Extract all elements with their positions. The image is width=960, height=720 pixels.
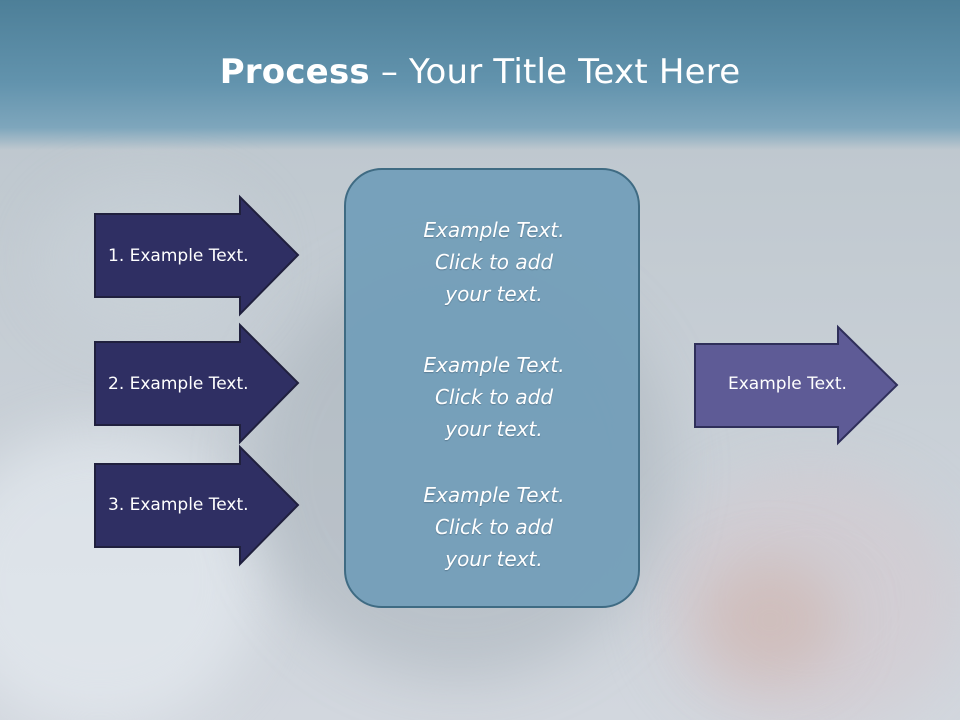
title-bold: Process [219,52,370,92]
box-paragraph-1: Example Text. Click to add your text. [346,214,642,310]
step-arrow-2-shape [94,322,300,445]
box-paragraph-2-line2: Click to add [434,385,554,409]
step-arrow-2-label: 2. Example Text. [108,374,249,394]
box-paragraph-2-line1: Example Text. [423,353,565,377]
box-paragraph-1-line3: your text. [445,282,543,306]
result-arrow-shape [694,324,899,446]
box-paragraph-2-line3: your text. [445,417,543,441]
result-arrow-label: Example Text. [728,374,847,394]
step-arrow-2[interactable] [94,322,300,445]
center-process-box[interactable]: Example Text. Click to add your text. Ex… [344,168,640,608]
box-paragraph-3-line3: your text. [445,547,543,571]
step-arrow-3-shape [94,444,300,567]
box-paragraph-1-line2: Click to add [434,250,554,274]
result-arrow[interactable] [694,324,900,446]
step-arrow-1-shape [94,194,300,317]
step-arrow-3-label: 3. Example Text. [108,495,249,515]
title-band [0,0,960,150]
step-arrow-1[interactable] [94,194,300,317]
step-arrow-3[interactable] [94,444,300,567]
slide-title[interactable]: Process – Your Title Text Here [0,52,960,92]
box-paragraph-3-line2: Click to add [434,515,554,539]
box-paragraph-2: Example Text. Click to add your text. [346,349,642,445]
title-rest: – Your Title Text Here [369,52,741,92]
box-paragraph-1-line1: Example Text. [423,218,565,242]
box-paragraph-3-line1: Example Text. [423,483,565,507]
step-arrow-1-label: 1. Example Text. [108,246,249,266]
box-paragraph-3: Example Text. Click to add your text. [346,479,642,575]
